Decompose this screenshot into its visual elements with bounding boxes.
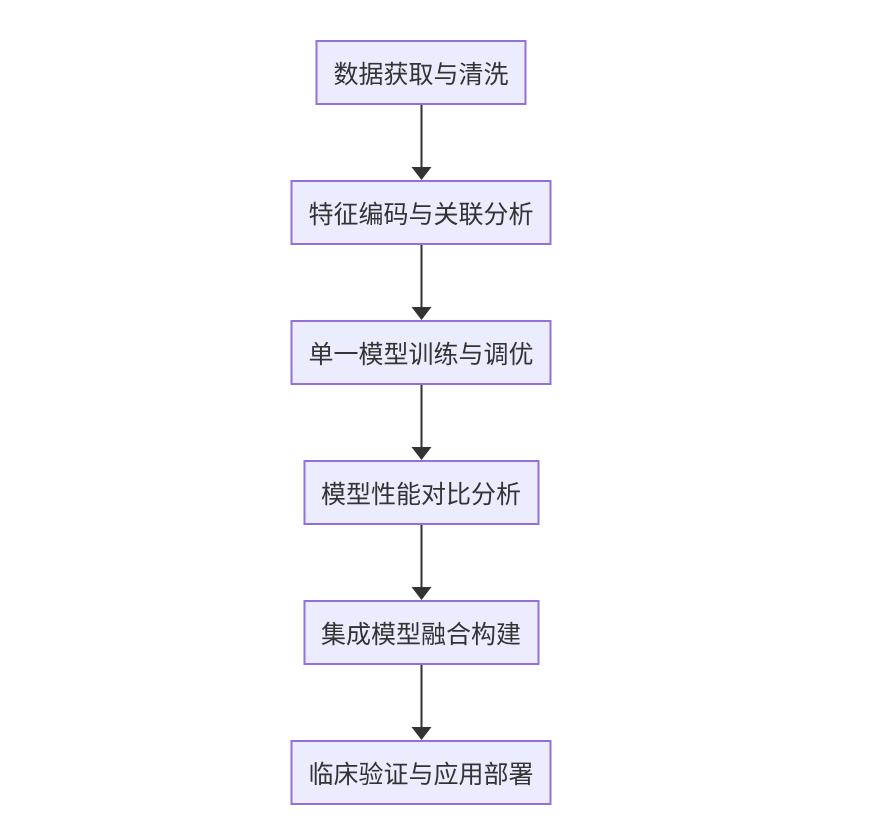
flow-node-label: 数据获取与清洗 [333, 60, 509, 89]
arrow-down-icon [410, 385, 432, 460]
flow-node-label: 模型性能对比分析 [320, 480, 522, 509]
flow-node-step6: 临床验证与应用部署 [290, 740, 552, 805]
flow-node-step5: 集成模型融合构建 [302, 600, 540, 665]
flow-node-step3: 单一模型训练与调优 [290, 320, 552, 385]
flow-node-step1: 数据获取与清洗 [315, 40, 527, 105]
arrowhead-icon [410, 587, 431, 600]
arrowhead-icon [410, 447, 431, 460]
arrow-shaft [419, 385, 422, 448]
arrow-down-icon [410, 665, 432, 740]
flowchart-diagram: 数据获取与清洗 特征编码与关联分析 单一模型训练与调优 模型性能对比分析 [290, 40, 552, 805]
arrow-down-icon [410, 105, 432, 180]
arrowhead-icon [410, 167, 431, 180]
arrow-shaft [419, 245, 422, 308]
arrow-down-icon [410, 525, 432, 600]
flow-node-label: 集成模型融合构建 [320, 620, 522, 649]
arrow-shaft [419, 665, 422, 728]
flow-node-label: 临床验证与应用部署 [308, 760, 534, 789]
arrow-shaft [419, 105, 422, 168]
flow-node-label: 单一模型训练与调优 [308, 340, 534, 369]
arrowhead-icon [410, 307, 431, 320]
arrow-shaft [419, 525, 422, 588]
flow-node-step2: 特征编码与关联分析 [290, 180, 552, 245]
arrow-down-icon [410, 245, 432, 320]
arrowhead-icon [410, 727, 431, 740]
flow-node-label: 特征编码与关联分析 [308, 200, 534, 229]
flow-node-step4: 模型性能对比分析 [302, 460, 540, 525]
